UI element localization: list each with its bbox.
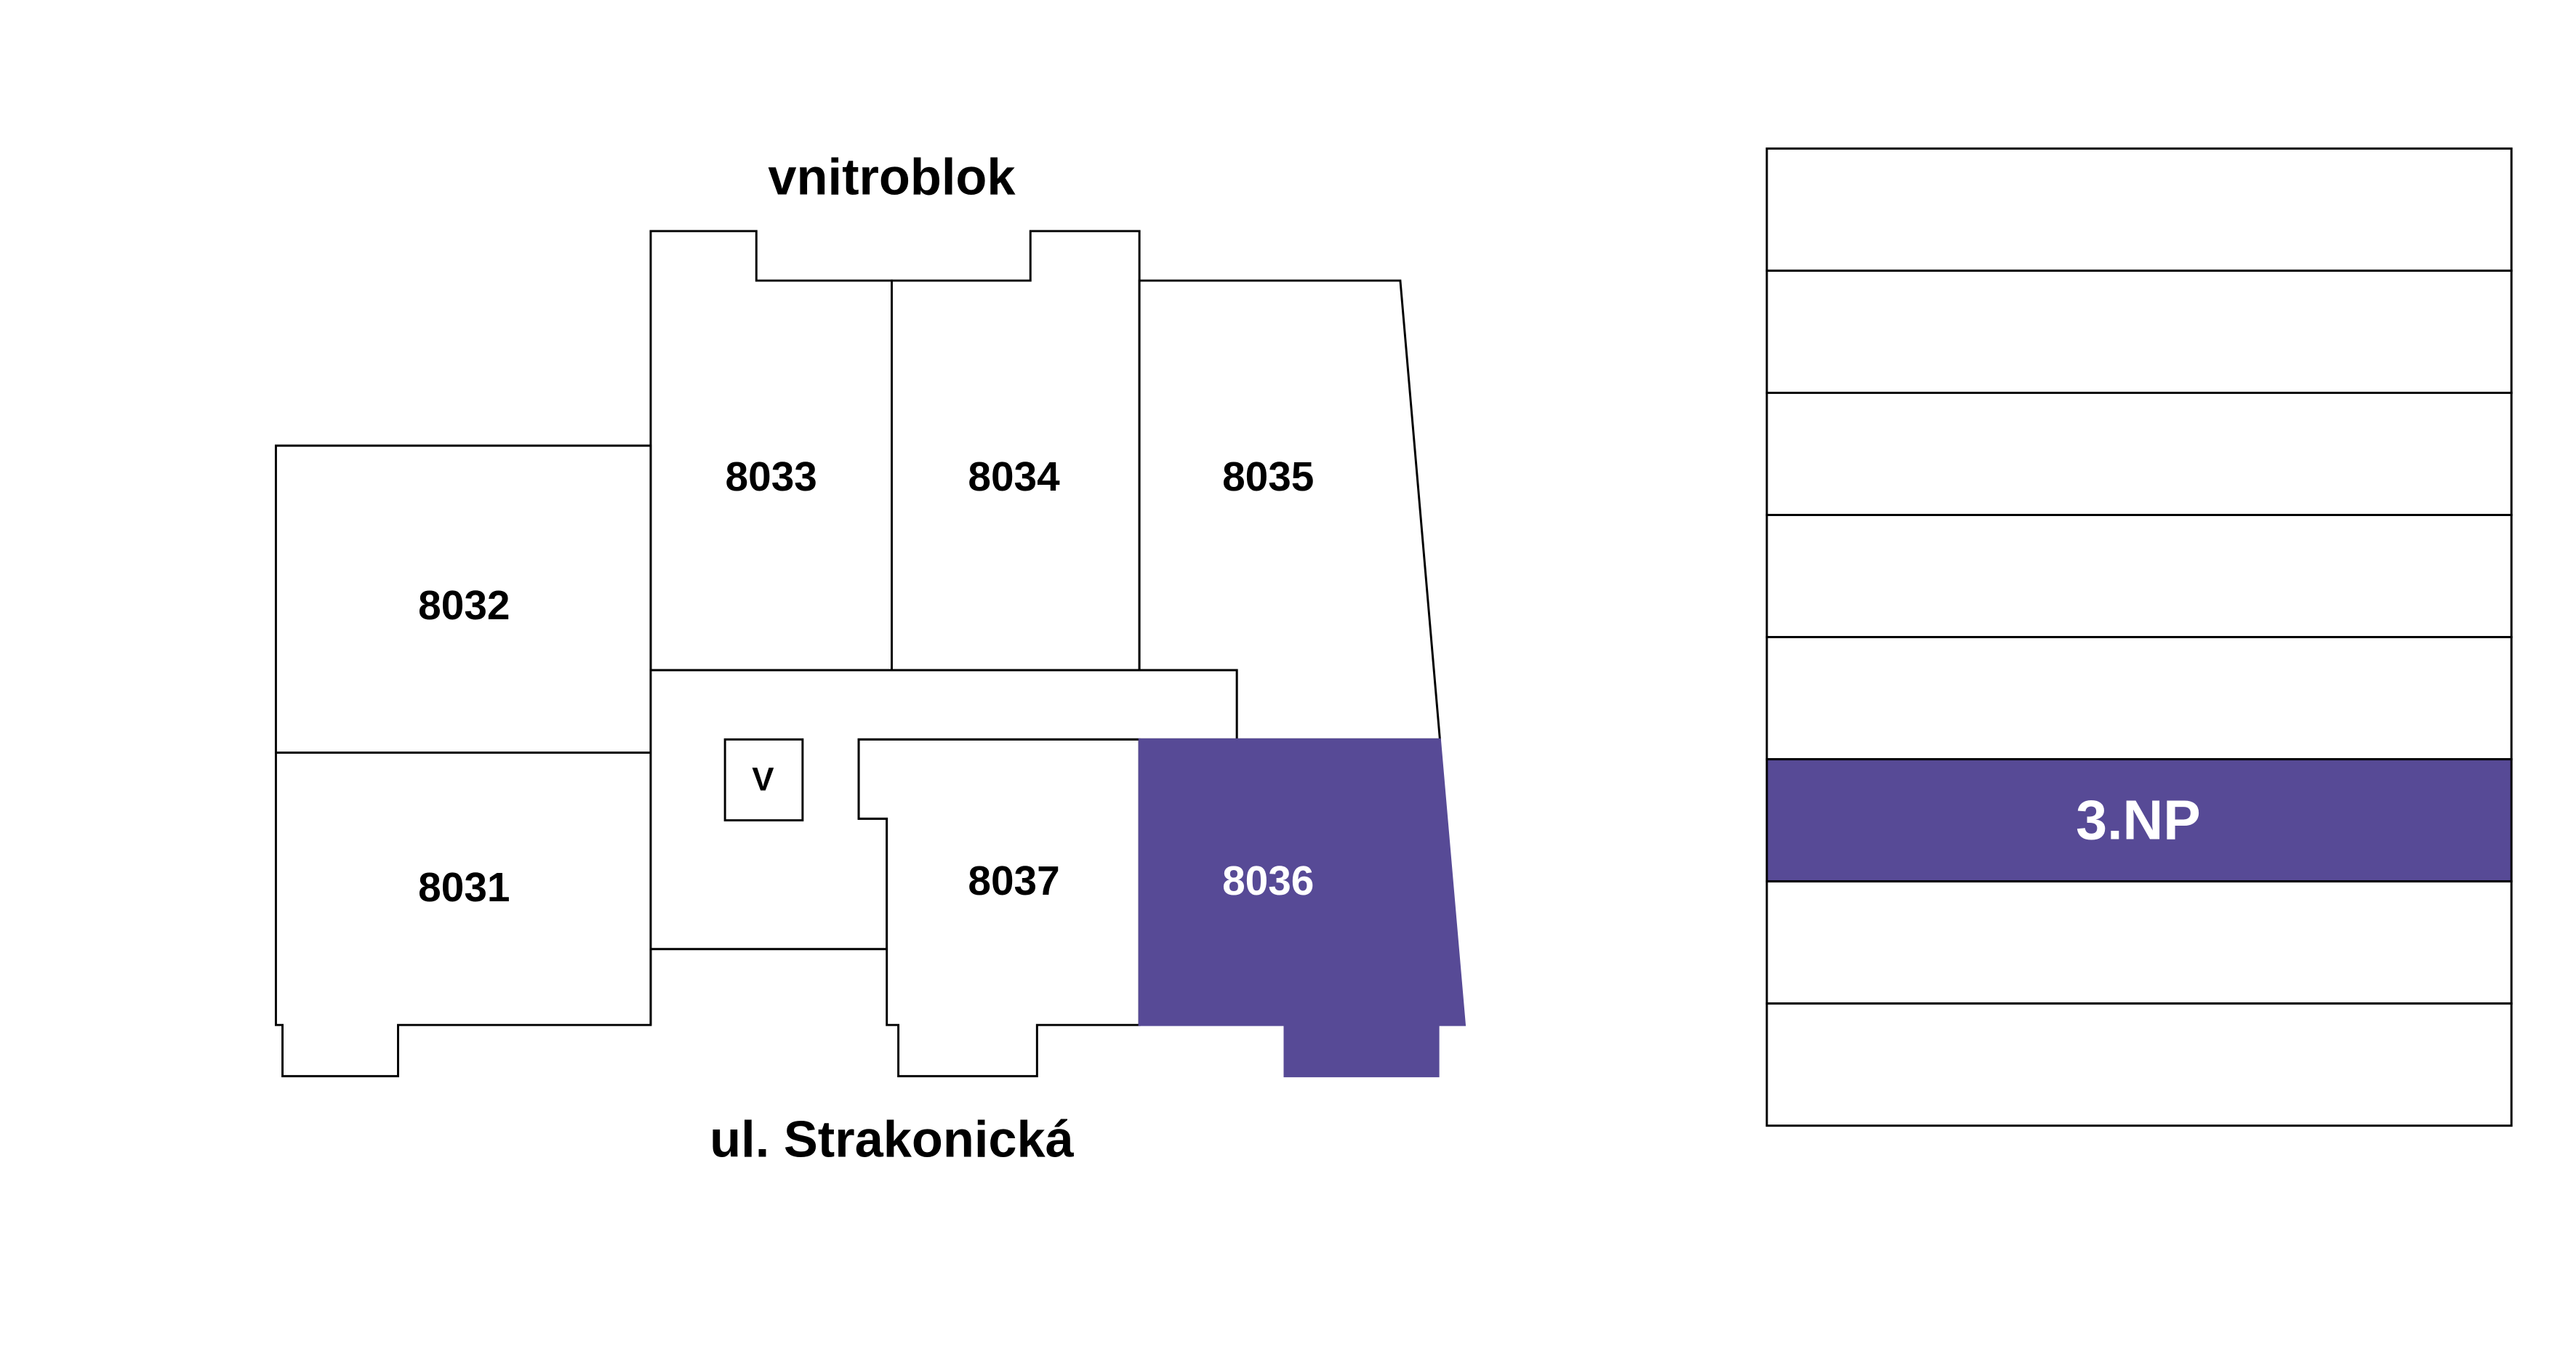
floor-row[interactable] — [1765, 636, 2513, 761]
floor-row[interactable] — [1765, 269, 2513, 394]
floor-row[interactable] — [1765, 880, 2513, 1005]
street-label: ul. Strakonická — [710, 1110, 1074, 1167]
floor-row[interactable] — [1765, 1002, 2513, 1127]
floor-row[interactable] — [1765, 514, 2513, 639]
unit-8033[interactable] — [649, 230, 893, 672]
elevator-box — [723, 738, 804, 822]
unit-8037[interactable] — [857, 738, 1141, 1078]
floor-selector: 3.NP — [1765, 147, 2513, 1127]
unit-8036-selected[interactable] — [1138, 738, 1466, 1078]
unit-8032[interactable] — [274, 444, 652, 754]
unit-8034[interactable] — [891, 230, 1141, 672]
selected-floor-label: 3.NP — [2076, 789, 2201, 852]
courtyard-label: vnitroblok — [768, 148, 1016, 205]
floor-row[interactable] — [1765, 391, 2513, 516]
unit-8031[interactable] — [274, 752, 652, 1078]
floor-row[interactable] — [1765, 147, 2513, 272]
